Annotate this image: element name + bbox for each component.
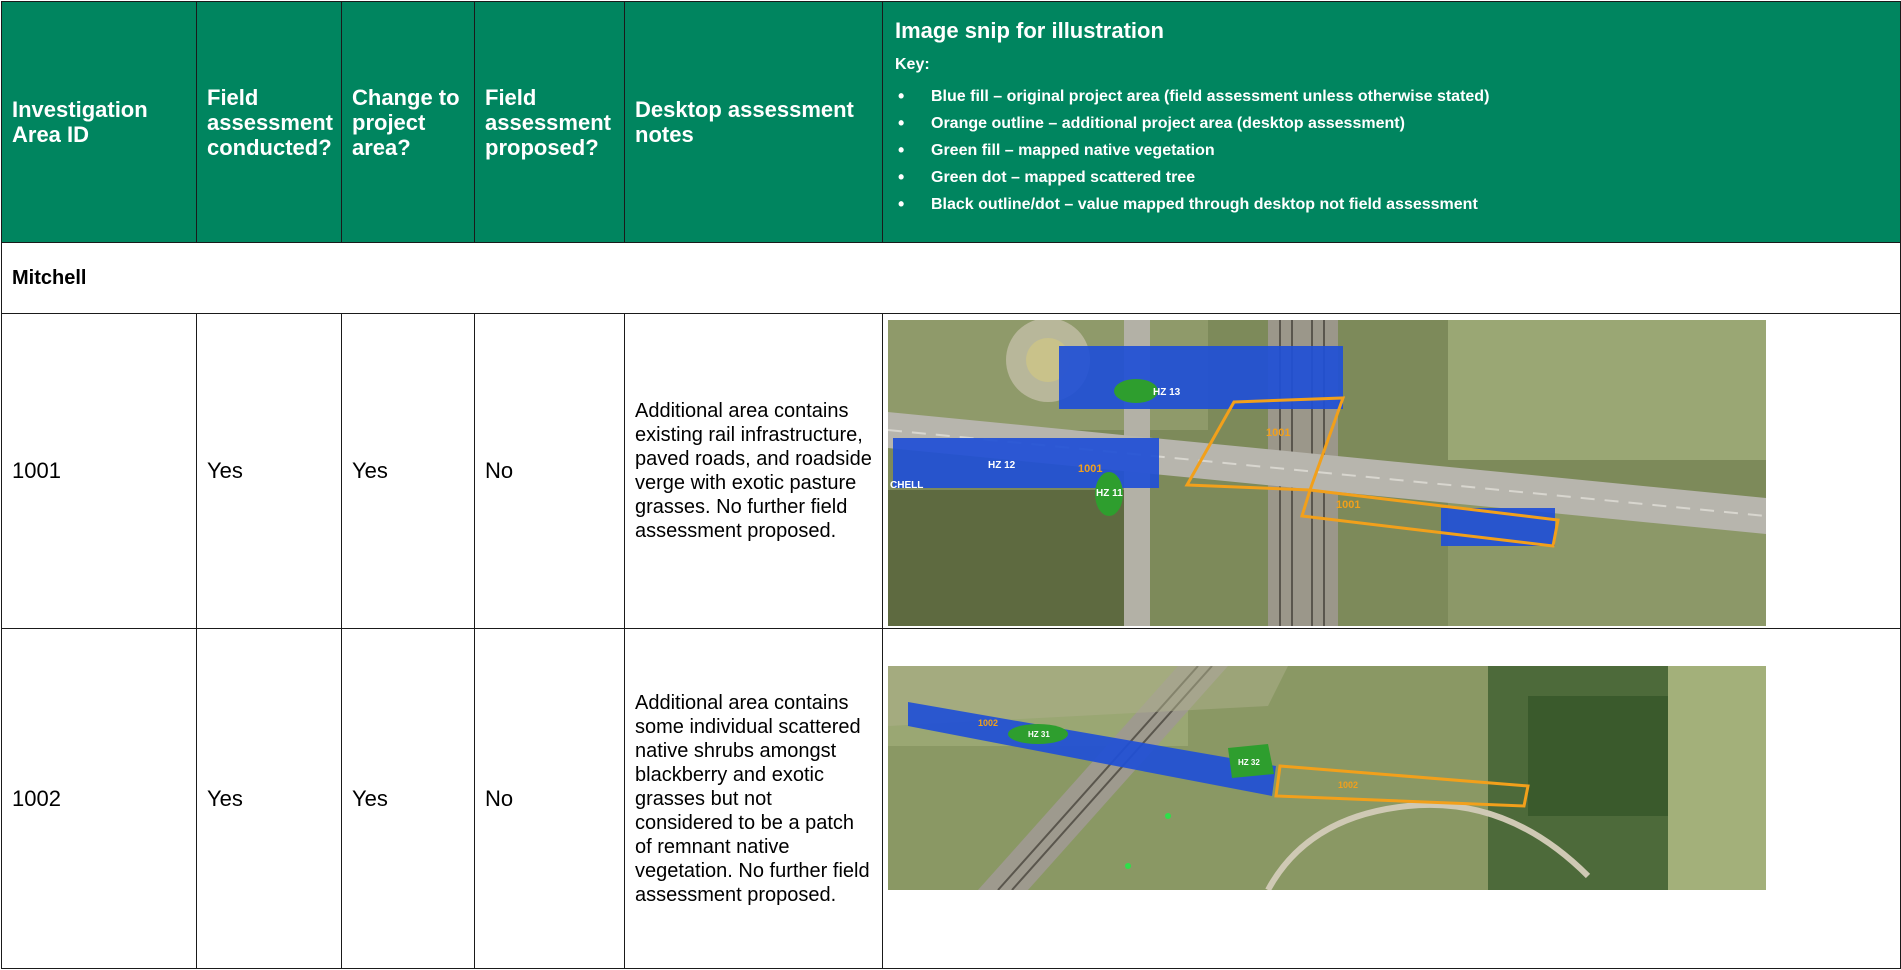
map-label: 1002 — [1338, 780, 1358, 790]
map-label: 1001 — [1266, 427, 1290, 439]
image-snip-cell: 1002 HZ 31 HZ 32 1002 — [882, 628, 1901, 969]
map-label: CHELL — [890, 480, 923, 491]
map-label: HZ 11 — [1096, 488, 1123, 499]
image-snip-cell: HZ 13 1001 HZ 12 1001 HZ 11 1001 CHELL — [882, 313, 1901, 629]
section-row: Mitchell — [1, 242, 1901, 314]
field-assessment-proposed: No — [474, 313, 625, 629]
map-label: HZ 13 — [1153, 387, 1181, 398]
map-label: HZ 31 — [1028, 730, 1050, 739]
key-item-green-dot: Green dot – mapped scattered tree — [895, 164, 1888, 191]
field-assessment-conducted: Yes — [196, 313, 342, 629]
investigation-area-id: 1001 — [1, 313, 197, 629]
aerial-map-1001: HZ 13 1001 HZ 12 1001 HZ 11 1001 CHELL — [888, 320, 1766, 626]
section-title: Mitchell — [1, 242, 1901, 314]
map-label: 1001 — [1078, 463, 1102, 475]
map-label: 1001 — [1336, 499, 1360, 511]
key-list: Blue fill – original project area (field… — [895, 83, 1888, 218]
desktop-assessment-notes: Additional area contains some individual… — [624, 628, 883, 969]
map-label: HZ 32 — [1238, 758, 1260, 767]
map-label: 1002 — [978, 718, 998, 728]
key-label: Key: — [895, 56, 930, 73]
header-field-assessment-conducted: Field assessment conducted? — [196, 1, 342, 243]
desktop-assessment-notes: Additional area contains existing rail i… — [624, 313, 883, 629]
image-snip-title: Image snip for illustration — [895, 18, 1164, 43]
header-field-assessment-proposed: Field assessment proposed? — [474, 1, 625, 243]
header-row: Investigation Area ID Field assessment c… — [1, 1, 1901, 243]
key-item-green-fill: Green fill – mapped native vegetation — [895, 137, 1888, 164]
header-investigation-area-id: Investigation Area ID — [1, 1, 197, 243]
change-to-project-area: Yes — [341, 628, 475, 969]
key-item-black-outline: Black outline/dot – value mapped through… — [895, 191, 1888, 218]
field-assessment-proposed: No — [474, 628, 625, 969]
key-item-blue-fill: Blue fill – original project area (field… — [895, 83, 1888, 110]
header-change-to-project-area: Change to project area? — [341, 1, 475, 243]
key-item-orange-outline: Orange outline – additional project area… — [895, 110, 1888, 137]
map-label: HZ 12 — [988, 460, 1016, 471]
investigation-area-id: 1002 — [1, 628, 197, 969]
table-row: 1002 Yes Yes No Additional area contains… — [1, 628, 1901, 969]
header-image-snip: Image snip for illustration Key: Blue fi… — [882, 1, 1901, 243]
header-desktop-assessment-notes: Desktop assessment notes — [624, 1, 883, 243]
change-to-project-area: Yes — [341, 313, 475, 629]
aerial-map-1002: 1002 HZ 31 HZ 32 1002 — [888, 666, 1766, 890]
field-assessment-conducted: Yes — [196, 628, 342, 969]
table-row: 1001 Yes Yes No Additional area contains… — [1, 313, 1901, 629]
